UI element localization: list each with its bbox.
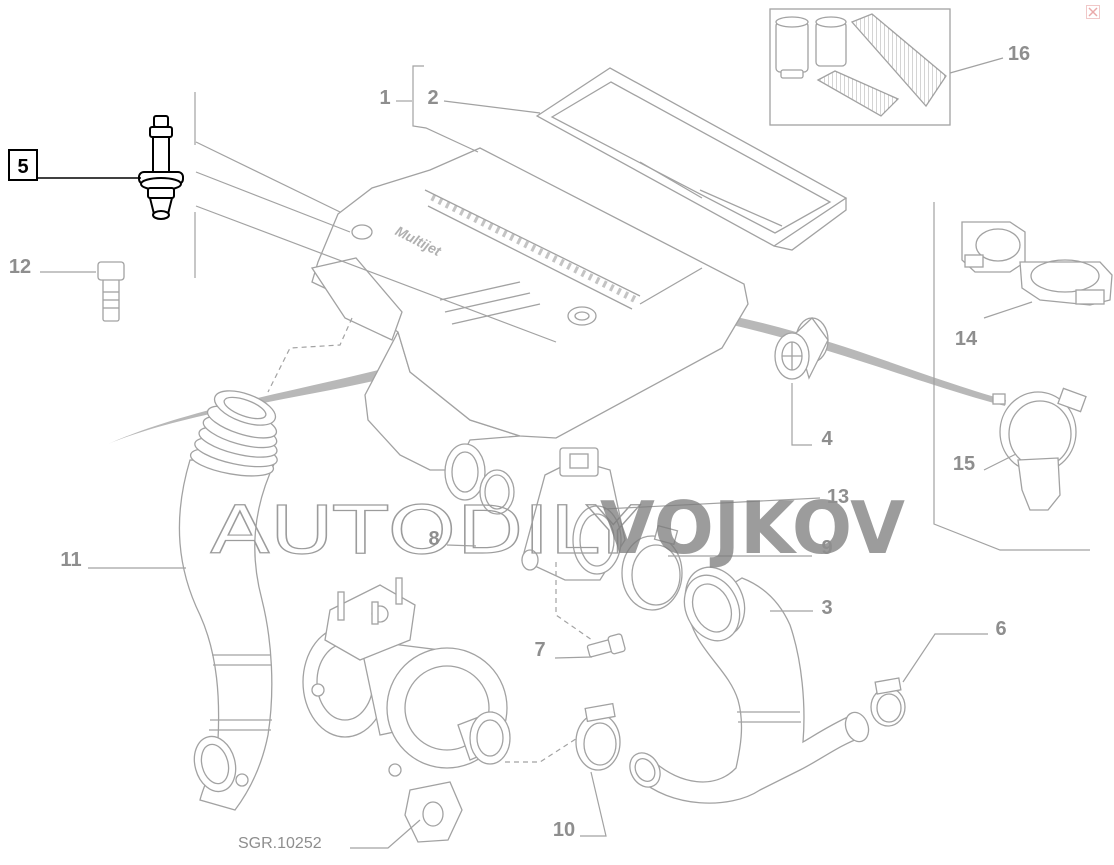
callout-11[interactable]: 11 bbox=[60, 549, 81, 571]
leader-7 bbox=[554, 656, 593, 659]
part-15-ring-clamp bbox=[992, 387, 1087, 511]
callout-8[interactable]: 8 bbox=[428, 528, 439, 550]
close-icon bbox=[1088, 7, 1098, 17]
callout-5-selected[interactable]: 5 bbox=[17, 156, 28, 178]
part-11-intake-hose bbox=[178, 390, 278, 811]
leader-16 bbox=[949, 57, 1004, 74]
part-2-filter-panel bbox=[535, 67, 848, 251]
leader-10 bbox=[580, 771, 607, 837]
callout-3[interactable]: 3 bbox=[821, 597, 832, 619]
callout-box-5[interactable] bbox=[8, 149, 38, 181]
part-13-air-mass-meter bbox=[521, 447, 626, 581]
part-12-bolt bbox=[97, 261, 125, 322]
leader-15 bbox=[983, 453, 1017, 471]
leader-drawing-reference bbox=[350, 819, 421, 849]
part-9-hose-clamp bbox=[621, 524, 683, 611]
leader-8 bbox=[446, 544, 477, 547]
part-1-air-box bbox=[310, 147, 749, 501]
turbocharger bbox=[302, 577, 511, 843]
assembly-path-turbo-clamp bbox=[505, 734, 583, 763]
assembly-path-airbox-hose bbox=[267, 317, 353, 393]
callout-15[interactable]: 15 bbox=[953, 453, 975, 475]
leader-1-bracket bbox=[412, 65, 479, 153]
callout-2[interactable]: 2 bbox=[427, 87, 438, 109]
leader-6 bbox=[902, 633, 988, 683]
callout-4[interactable]: 4 bbox=[821, 428, 833, 450]
callout-1[interactable]: 1 bbox=[379, 87, 390, 109]
watermark-text-thin: AUTODILY bbox=[210, 492, 641, 569]
watermark-text-bold: VOJKOV bbox=[600, 486, 905, 570]
callout-13[interactable]: 13 bbox=[827, 486, 849, 508]
callout-14[interactable]: 14 bbox=[955, 328, 978, 350]
part-8-gasket bbox=[479, 469, 515, 515]
callout-6[interactable]: 6 bbox=[995, 618, 1006, 640]
callout-9[interactable]: 9 bbox=[821, 537, 832, 559]
part-5-breather-valve[interactable] bbox=[138, 115, 184, 220]
callout-10[interactable]: 10 bbox=[553, 819, 575, 841]
close-button[interactable] bbox=[1086, 5, 1100, 19]
part-5-guide-lines bbox=[194, 92, 557, 343]
part-7-bolt bbox=[586, 633, 626, 658]
callout-16[interactable]: 16 bbox=[1008, 43, 1030, 65]
leader-2 bbox=[443, 100, 541, 114]
leader-14 bbox=[983, 301, 1033, 319]
part-4-grommet bbox=[774, 317, 829, 380]
group-bracket-14-15 bbox=[933, 202, 1090, 551]
leader-4 bbox=[791, 383, 812, 446]
drawing-reference: SGR.10252 bbox=[238, 835, 322, 852]
part-3-charge-pipe bbox=[629, 566, 870, 804]
callout-12[interactable]: 12 bbox=[9, 256, 31, 278]
part-10-hose-clamp bbox=[575, 702, 621, 771]
part-16-filter-kit bbox=[769, 8, 951, 126]
part-14-hose-brackets bbox=[961, 221, 1113, 306]
leader-13 bbox=[603, 497, 821, 510]
assembly-path-meter-bolt bbox=[555, 562, 593, 641]
callout-7[interactable]: 7 bbox=[534, 639, 545, 661]
part-6-small-clamp bbox=[870, 677, 906, 727]
